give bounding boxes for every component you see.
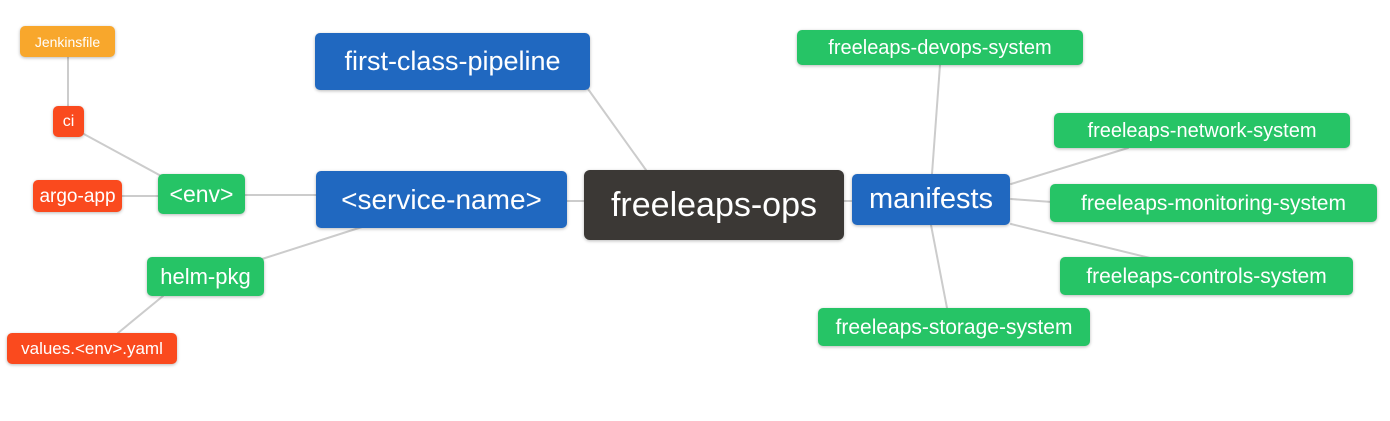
edge-manifests-monitoring-system [1010, 198, 1053, 203]
node-freeleaps-monitoring-system[interactable]: freeleaps-monitoring-system [1050, 184, 1377, 222]
edge-helm-pkg-service-name [261, 226, 363, 260]
node-env[interactable]: <env> [158, 174, 245, 214]
node-freeleaps-devops-system[interactable]: freeleaps-devops-system [797, 30, 1083, 65]
edge-manifests-controls-system [1010, 223, 1151, 259]
node-ci[interactable]: ci [53, 106, 84, 137]
edge-pipeline-freeleaps-ops [587, 88, 647, 171]
node-freeleaps-ops-root[interactable]: freeleaps-ops [584, 170, 844, 240]
node-freeleaps-storage-system[interactable]: freeleaps-storage-system [818, 308, 1090, 346]
node-freeleaps-controls-system[interactable]: freeleaps-controls-system [1060, 257, 1353, 295]
edge-manifests-network-system [1010, 147, 1129, 185]
edge-manifests-storage-system [930, 224, 948, 309]
node-values-env-yaml[interactable]: values.<env>.yaml [7, 333, 177, 364]
edge-manifests-devops-system [931, 64, 941, 175]
node-argo-app[interactable]: argo-app [33, 180, 122, 212]
node-helm-pkg[interactable]: helm-pkg [147, 257, 264, 296]
node-service-name[interactable]: <service-name> [316, 171, 567, 228]
node-jenkinsfile[interactable]: Jenkinsfile [20, 26, 115, 57]
edge-ci-env [81, 132, 164, 178]
node-manifests[interactable]: manifests [852, 174, 1010, 225]
node-first-class-pipeline[interactable]: first-class-pipeline [315, 33, 590, 90]
edge-values-yaml-helm-pkg [117, 295, 164, 334]
node-freeleaps-network-system[interactable]: freeleaps-network-system [1054, 113, 1350, 148]
